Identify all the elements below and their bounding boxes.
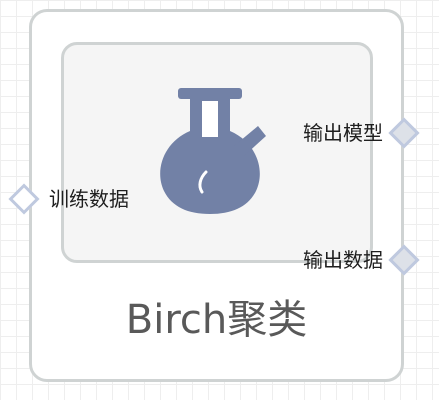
- flask-icon: [160, 88, 266, 214]
- input-port-label: 训练数据: [49, 187, 129, 211]
- output-data-label: 输出数据: [303, 248, 383, 272]
- output-model-label: 输出模型: [303, 121, 383, 145]
- node-title: Birch聚类: [125, 297, 308, 343]
